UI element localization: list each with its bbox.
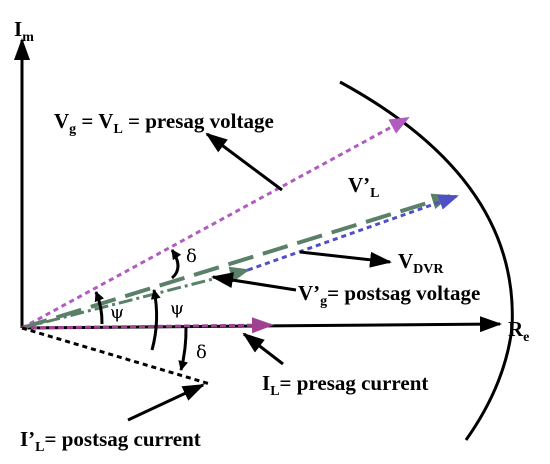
pointer-il-label — [242, 332, 284, 366]
angle-arc-psi-right — [150, 289, 161, 351]
psi-label-left: ψ — [110, 302, 124, 323]
presag-voltage-label: Vg = VL = presag voltage — [54, 109, 274, 137]
angle-arc-psi-left — [94, 291, 105, 325]
pointer-ilprime-label — [127, 383, 205, 422]
pointer-vgprime-label — [211, 272, 297, 292]
presag-current-label: IL= presag current — [262, 371, 428, 399]
imaginary-axis-label: Im — [14, 17, 34, 45]
angle-arc-delta-top — [170, 249, 182, 280]
pointer-vg-label — [205, 132, 283, 192]
presag-voltage-phasor — [21, 116, 410, 330]
psi-label-right: ψ — [170, 298, 184, 319]
postsag-load-voltage-phasor — [21, 193, 452, 330]
postsag-load-voltage-label: V’L — [348, 173, 380, 201]
angle-arc-delta-bottom — [178, 326, 189, 371]
voltage-locus-arc — [339, 80, 514, 441]
presag-current-phasor — [21, 317, 274, 334]
vdvr-phasor — [247, 194, 459, 272]
vdvr-label: VDVR — [398, 249, 444, 277]
real-axis-label: Re — [508, 317, 529, 345]
pointer-vdvr-label — [299, 250, 392, 268]
postsag-grid-voltage-phasor — [21, 266, 250, 330]
delta-label-bottom: δ — [196, 342, 207, 363]
postsag-current-label: I’L= postsag current — [20, 427, 201, 455]
postsag-grid-voltage-label: V’g= postsag voltage — [298, 281, 480, 309]
postsag-current-phasor — [21, 326, 211, 386]
delta-label-top: δ — [186, 246, 197, 267]
